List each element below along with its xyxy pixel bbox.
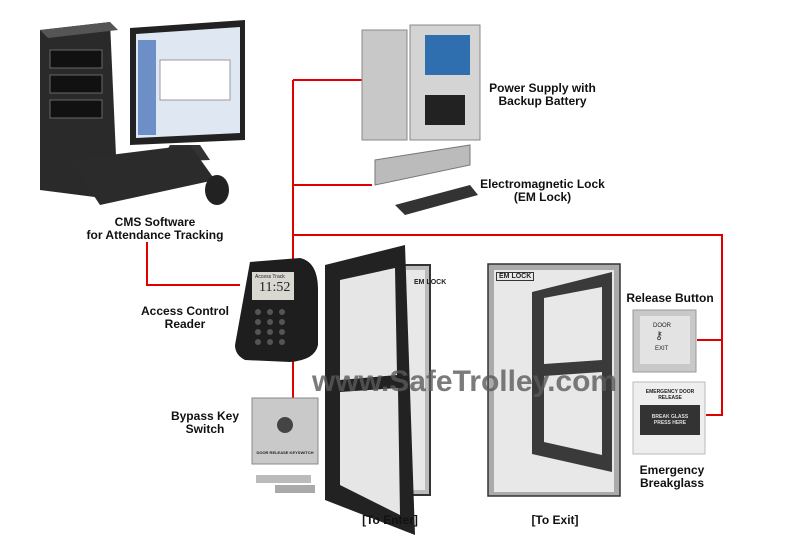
reader-time: 11:52 [259, 280, 291, 295]
enter-door-icon [325, 245, 431, 535]
reader-header: Access Track [255, 274, 285, 280]
wire-exit-devices [293, 234, 723, 416]
bypass-keyswitch-icon [251, 397, 319, 493]
exit-door-icon [487, 263, 621, 497]
release-button-icon [632, 309, 697, 373]
to-enter-label: [To Enter] [362, 513, 418, 527]
em-lock-icon [374, 144, 478, 215]
wire-cms-reader [146, 242, 240, 286]
watermark: www.SafeTrolley.com [312, 365, 618, 398]
breakglass-icon [632, 381, 706, 455]
em-lock-tag-exit: EM LOCK [496, 272, 535, 281]
em-lock-label: Electromagnetic Lock(EM Lock) [480, 177, 605, 204]
computer-icon [40, 20, 245, 205]
em-lock-tag-enter: EM LOCK [414, 279, 447, 286]
to-exit-label: [To Exit] [531, 513, 579, 527]
breakglass-mid-text: BREAK GLASS PRESS HERE [651, 414, 689, 426]
breakglass-top-text: EMERGENCY DOOR RELEASE [645, 389, 695, 401]
release-button-label: Release Button [626, 291, 714, 305]
wiring [146, 79, 723, 416]
release-door-text: DOOR [653, 323, 671, 329]
key-icon: ⚷ [655, 330, 664, 342]
release-exit-text: EXIT [655, 346, 669, 352]
keyswitch-text: DOOR RELEASE KEYSWITCH [256, 450, 314, 455]
access-reader-icon [235, 258, 318, 362]
power-supply-icon [361, 24, 481, 141]
